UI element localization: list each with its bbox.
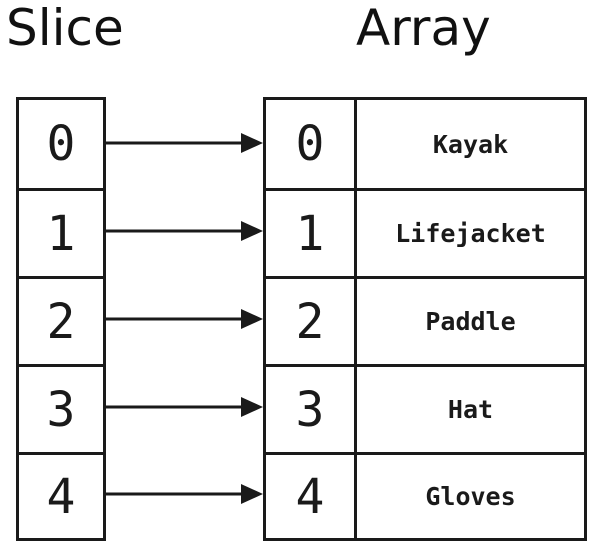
arrow-3 — [106, 397, 263, 417]
array-value-4: Gloves — [354, 452, 584, 538]
arrow-1 — [106, 221, 263, 241]
arrow-0 — [106, 133, 263, 153]
slice-cell-2: 2 — [19, 276, 103, 364]
array-index-0: 0 — [295, 116, 325, 172]
array-value-0: Kayak — [354, 100, 584, 188]
arrow-4 — [106, 484, 263, 504]
slice-title: Slice — [6, 0, 124, 57]
array-title: Array — [356, 0, 491, 57]
array-index-4: 4 — [266, 452, 354, 538]
array-table: 0 Kayak 1 Lifejacket 2 Paddle 3 Hat 4 Gl… — [263, 97, 587, 541]
array-index-2: 2 — [266, 276, 354, 364]
slice-table: 0 1 2 3 4 — [16, 97, 106, 541]
slice-cell-0: 0 — [46, 116, 76, 172]
array-index-1: 1 — [266, 188, 354, 276]
array-value-1: Lifejacket — [354, 188, 584, 276]
array-value-2: Paddle — [354, 276, 584, 364]
arrow-2 — [106, 309, 263, 329]
slice-cell-1: 1 — [19, 188, 103, 276]
slice-cell-4: 4 — [19, 452, 103, 538]
array-index-3: 3 — [266, 364, 354, 452]
array-value-3: Hat — [354, 364, 584, 452]
slice-cell-3: 3 — [19, 364, 103, 452]
